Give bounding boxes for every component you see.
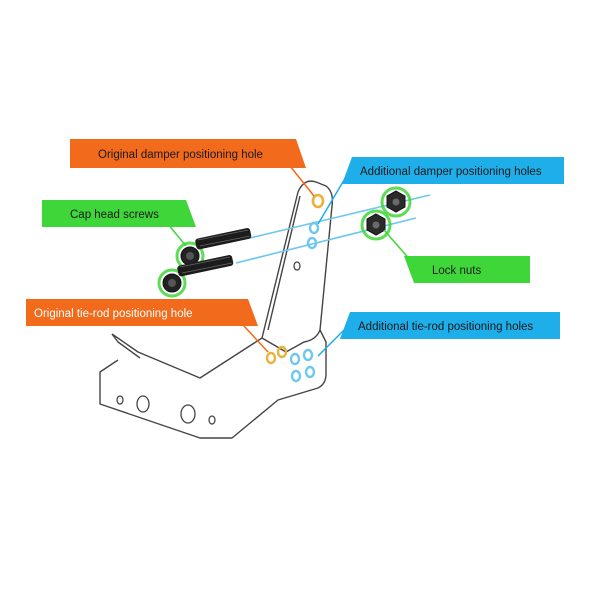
- bracket-plate: [261, 180, 334, 353]
- arm-hole: [180, 404, 196, 424]
- tie-rod-hole: [302, 348, 314, 362]
- callout-additional-damper: Additional damper positioning holes: [342, 157, 564, 184]
- tie-rod-hole: [289, 352, 301, 366]
- label-cap-head-screws: Cap head screws: [70, 209, 159, 221]
- arm-hole: [208, 415, 216, 425]
- callout-cap-head-screws: Cap head screws: [42, 200, 196, 227]
- arm-outline-inner: [111, 333, 263, 379]
- damper-hole-a: [308, 221, 320, 235]
- arm-hole: [116, 395, 124, 405]
- callout-original-tie-rod: Original tie-rod positioning hole: [26, 299, 258, 326]
- tie-rod-hole: [290, 369, 302, 383]
- screw-upper: [175, 228, 252, 271]
- original-tie-rod-hole: [265, 345, 288, 365]
- arm-holes: [116, 261, 301, 425]
- arm-hole: [293, 261, 301, 271]
- lock-nut-lower: [360, 209, 392, 241]
- suspension-arm: [99, 180, 334, 439]
- bracket-plate-edge: [267, 195, 301, 331]
- additional-tie-rod-holes: [289, 348, 316, 383]
- tie-rod-hole: [304, 365, 316, 379]
- callout-original-damper: Original damper positioning hole: [70, 139, 306, 168]
- lock-nuts: [360, 186, 412, 241]
- screw-lower: [157, 255, 234, 298]
- label-additional-damper: Additional damper positioning holes: [360, 166, 542, 178]
- cap-head-screws: [157, 228, 252, 298]
- label-lock-nuts: Lock nuts: [432, 265, 481, 277]
- original-damper-hole: [311, 193, 325, 209]
- arm-outline-lower: [99, 329, 327, 439]
- label-additional-tie-rod: Additional tie-rod positioning holes: [358, 321, 533, 333]
- callout-additional-tie-rod: Additional tie-rod positioning holes: [340, 312, 560, 339]
- label-original-damper: Original damper positioning hole: [98, 149, 263, 161]
- arm-hole: [136, 395, 150, 413]
- label-original-tie-rod: Original tie-rod positioning hole: [34, 308, 193, 320]
- callout-lock-nuts: Lock nuts: [404, 256, 530, 283]
- lock-nut-upper: [380, 186, 412, 218]
- arm-outline-top: [111, 333, 141, 359]
